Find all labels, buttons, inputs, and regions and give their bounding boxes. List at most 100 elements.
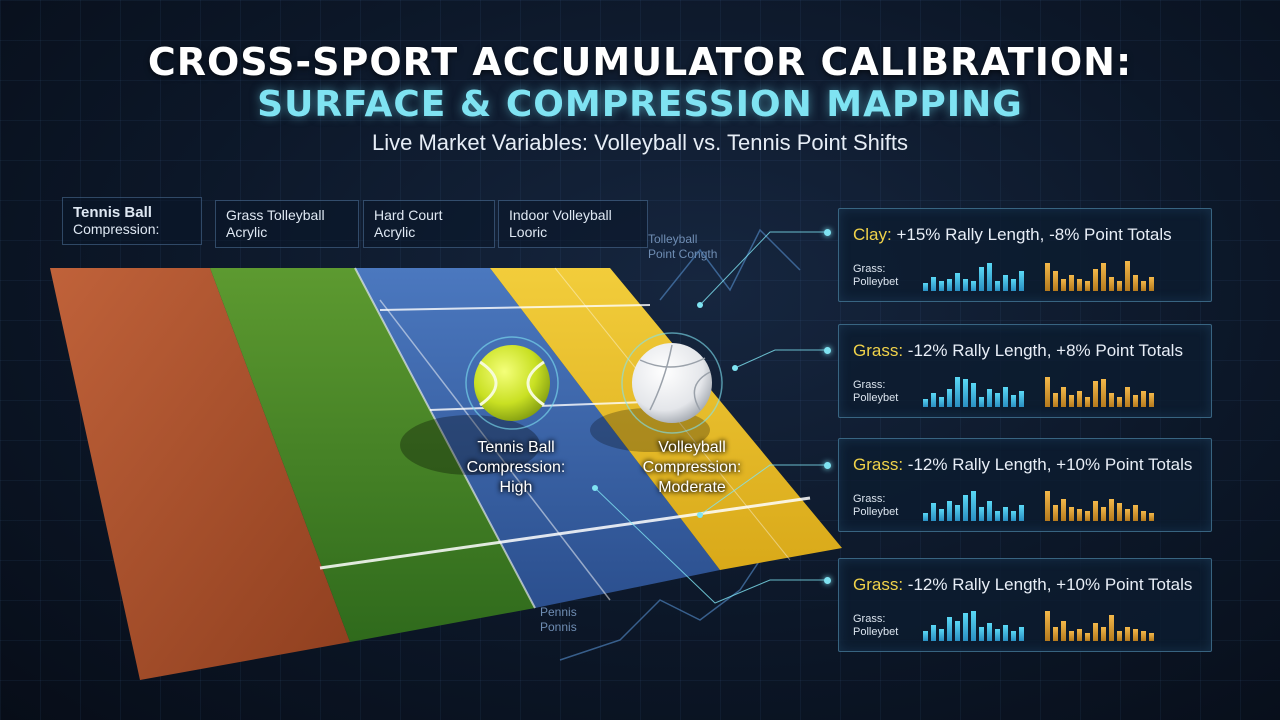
surface-label-indoor-volleyball: Indoor Volleyball Looric: [498, 200, 648, 248]
surface-label-line: Acrylic: [226, 224, 268, 240]
panel-headline: Clay: +15% Rally Length, -8% Point Total…: [853, 225, 1172, 245]
panel-rest: -12% Rally Length, +10% Point Totals: [903, 575, 1193, 594]
mini-bar: [1003, 507, 1008, 521]
surface-label-line: Compression:: [73, 221, 160, 237]
bar-group-b: [1045, 377, 1154, 407]
mini-bar: [987, 623, 992, 641]
mini-bar: [963, 613, 968, 641]
mini-bar: [1109, 499, 1114, 521]
mini-bar: [923, 631, 928, 641]
mini-bar: [947, 389, 952, 407]
mini-bar: [1141, 631, 1146, 641]
panel-sub-line: Grass:: [853, 263, 886, 275]
panel-lead: Clay:: [853, 225, 892, 244]
mini-bar: [1077, 509, 1082, 521]
mini-bar: [1003, 625, 1008, 641]
mini-bar: [1117, 397, 1122, 407]
mini-bar: [971, 491, 976, 521]
mini-bar: [955, 621, 960, 641]
mini-bar: [1069, 631, 1074, 641]
panel-sub-line: Grass:: [853, 379, 886, 391]
connector-line: [699, 464, 828, 516]
surface-stats-panel: Grass: -12% Rally Length, +8% Point Tota…: [838, 324, 1212, 418]
mini-bar: [1077, 279, 1082, 291]
mini-bar: [1003, 387, 1008, 407]
mini-bar: [995, 393, 1000, 407]
bar-group-b: [1045, 491, 1154, 521]
surface-label-line: Hard Court: [374, 207, 443, 223]
background-trend-line: [659, 228, 801, 301]
surface-label-hard-court: Hard Court Acrylic: [363, 200, 495, 248]
mini-bar: [1085, 633, 1090, 641]
mini-bar: [1101, 379, 1106, 407]
mini-bar: [955, 273, 960, 291]
panel-headline: Grass: -12% Rally Length, +8% Point Tota…: [853, 341, 1183, 361]
surface-stats-panel: Grass: -12% Rally Length, +10% Point Tot…: [838, 438, 1212, 532]
panel-headline: Grass: -12% Rally Length, +10% Point Tot…: [853, 575, 1192, 595]
court-line: [354, 267, 536, 609]
bar-group-a: [923, 611, 1024, 641]
mini-bar: [979, 507, 984, 521]
mini-bar: [963, 379, 968, 407]
mini-bar: [955, 377, 960, 407]
mini-bar: [939, 629, 944, 641]
mini-bar: [1109, 393, 1114, 407]
ball-label-line: Tennis Ball: [477, 439, 555, 456]
mini-bar: [979, 627, 984, 641]
mini-bar: [1045, 491, 1050, 521]
panel-rest: -12% Rally Length, +10% Point Totals: [903, 455, 1193, 474]
mini-bar: [971, 281, 976, 291]
panel-sub-line: Polleybet: [853, 626, 899, 638]
ball-label-line: Compression:: [642, 459, 742, 476]
panel-lead: Grass:: [853, 341, 904, 360]
mini-bar: [947, 501, 952, 521]
mini-bar: [1125, 261, 1130, 291]
mini-bar: [1101, 507, 1106, 521]
mini-bar: [1085, 397, 1090, 407]
mini-bar: [1141, 281, 1146, 291]
mini-bar: [931, 277, 936, 291]
panel-sub-line: Grass:: [853, 493, 886, 505]
panel-sublabel: Grass:Polleybet: [853, 379, 898, 405]
bar-group-b: [1045, 261, 1154, 291]
mini-bar: [1093, 623, 1098, 641]
mini-bar: [963, 279, 968, 291]
mini-bar: [1077, 629, 1082, 641]
panel-rest: -12% Rally Length, +8% Point Totals: [903, 341, 1183, 360]
panel-sub-line: Polleybet: [853, 392, 899, 404]
panel-rest: +15% Rally Length, -8% Point Totals: [891, 225, 1172, 244]
mini-bar: [1117, 631, 1122, 641]
mini-bar: [1149, 633, 1154, 641]
faint-label-line: Ponnis: [540, 620, 577, 634]
mini-bar: [1141, 391, 1146, 407]
mini-bar: [1045, 611, 1050, 641]
mini-bar: [995, 629, 1000, 641]
mini-bar: [995, 511, 1000, 521]
mini-bar: [1011, 631, 1016, 641]
mini-bar: [1093, 381, 1098, 407]
mini-bar: [1117, 281, 1122, 291]
mini-bar: [1109, 615, 1114, 641]
bar-group-a: [923, 263, 1024, 291]
mini-bar: [1077, 391, 1082, 407]
mini-bar: [1045, 377, 1050, 407]
mini-bar: [979, 267, 984, 291]
panel-sublabel: Grass:Polleybet: [853, 613, 898, 639]
ball-label-line: Moderate: [658, 479, 726, 496]
surface-label-line: Looric: [509, 224, 548, 240]
connector-line: [699, 231, 828, 306]
mini-bar: [1093, 501, 1098, 521]
ball-label-line: Compression:: [466, 459, 566, 476]
mini-bar: [1133, 505, 1138, 521]
mini-bar: [971, 611, 976, 641]
page-title: CROSS-SPORT ACCUMULATOR CALIBRATION:: [147, 40, 1133, 84]
mini-bar: [1061, 387, 1066, 407]
mini-bar: [1019, 627, 1024, 641]
surface-label-line: Grass Tolleyball: [226, 207, 325, 223]
faint-label-top: Tolleyball Point Congth: [648, 232, 717, 262]
mini-bar: [1117, 503, 1122, 521]
connector-dot: [824, 577, 831, 584]
mini-bar: [1053, 271, 1058, 291]
mini-bar: [1019, 391, 1024, 407]
mini-bar: [1011, 279, 1016, 291]
